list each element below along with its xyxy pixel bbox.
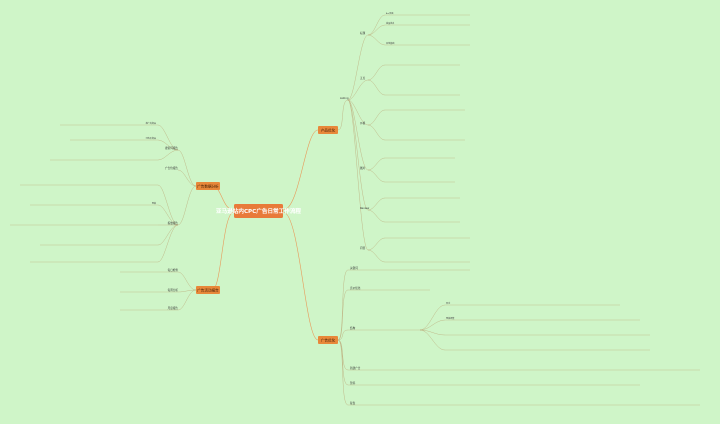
node-monthly[interactable]: 月度报告 — [168, 306, 179, 310]
node-targeting[interactable]: 投放报告 — [168, 221, 179, 225]
edge-root-product — [282, 129, 319, 211]
product-leaves: A+页面 销量排名 其他基础 — [386, 11, 394, 45]
analysis-branch-edges — [157, 124, 197, 263]
product-underlines — [385, 14, 470, 263]
svg-text:广告活动报告: 广告活动报告 — [197, 287, 219, 292]
leaf-aplus[interactable]: A+页面 — [386, 11, 393, 15]
root-label: 亚马逊站内CPC广告日常工作流程 — [216, 207, 301, 215]
branch-product[interactable]: 产品优化 — [318, 126, 338, 134]
node-new[interactable]: 新建广告 — [350, 366, 361, 370]
branch-analysis[interactable]: 广告数据分析 — [196, 182, 220, 190]
leaf-base[interactable]: 其他基础 — [386, 41, 394, 45]
edge-root-optimize — [282, 211, 319, 341]
root-node[interactable]: 亚马逊站内CPC广告日常工作流程 — [216, 204, 301, 218]
optimize-subnodes: 关键词 竞价优化 结构 新建广告 暂停 复盘 — [350, 266, 361, 405]
node-price[interactable]: 价格 — [360, 121, 366, 125]
node-review[interactable]: Review — [360, 206, 370, 210]
svg-text:产品优化: 产品优化 — [321, 127, 336, 132]
svg-text:广告数据分析: 广告数据分析 — [197, 183, 219, 188]
product-branch-edges — [337, 14, 386, 263]
node-weekly[interactable]: 每周分析 — [168, 288, 179, 292]
node-qa[interactable]: 问答 — [360, 246, 366, 250]
node-daily[interactable]: 每日检查 — [168, 268, 179, 272]
node-placement[interactable]: 广告位报告 — [165, 166, 178, 170]
optimize-leaves: 否定 预算调整 — [446, 301, 454, 320]
leaf-advertised[interactable]: 推广的商品 — [146, 121, 156, 125]
node-listing[interactable]: Listing — [340, 96, 349, 100]
node-title[interactable]: 标题 — [360, 31, 366, 35]
product-subnodes: Listing 标题 五点 价格 图片 Review 问答 — [340, 31, 370, 250]
campaign-branch-edges — [177, 271, 197, 311]
node-review-opt[interactable]: 复盘 — [350, 401, 356, 405]
node-image[interactable]: 图片 — [360, 166, 366, 170]
campaign-subnodes: 每日检查 每周分析 月度报告 — [168, 268, 179, 310]
node-bullets[interactable]: 五点 — [360, 76, 366, 80]
node-pause[interactable]: 暂停 — [350, 381, 356, 385]
leaf-sales[interactable]: 销量排名 — [386, 21, 394, 25]
optimize-branch-edges — [337, 269, 446, 406]
branch-campaign[interactable]: 广告活动报告 — [196, 286, 220, 294]
node-keyword[interactable]: 关键词 — [350, 266, 358, 270]
campaign-underlines — [120, 271, 178, 311]
analysis-leaves: 推广的商品 已购买商品 预算 — [146, 121, 156, 205]
branch-optimize[interactable]: 广告优化 — [318, 336, 338, 344]
leaf-purchased[interactable]: 已购买商品 — [146, 136, 156, 140]
node-structure[interactable]: 结构 — [350, 326, 356, 330]
analysis-underlines — [10, 124, 158, 263]
node-bid[interactable]: 竞价优化 — [350, 286, 361, 290]
optimize-underlines — [348, 269, 700, 406]
leaf-negative[interactable]: 否定 — [446, 301, 450, 305]
node-search-term[interactable]: 搜索词报告 — [165, 146, 178, 150]
root-connectors — [211, 129, 319, 341]
svg-text:广告优化: 广告优化 — [321, 337, 336, 342]
analysis-subnodes: 搜索词报告 广告位报告 投放报告 — [165, 146, 178, 225]
edge-root-campaign — [211, 211, 235, 291]
leaf-budget-adjust[interactable]: 预算调整 — [446, 316, 454, 320]
leaf-budget[interactable]: 预算 — [152, 201, 156, 205]
